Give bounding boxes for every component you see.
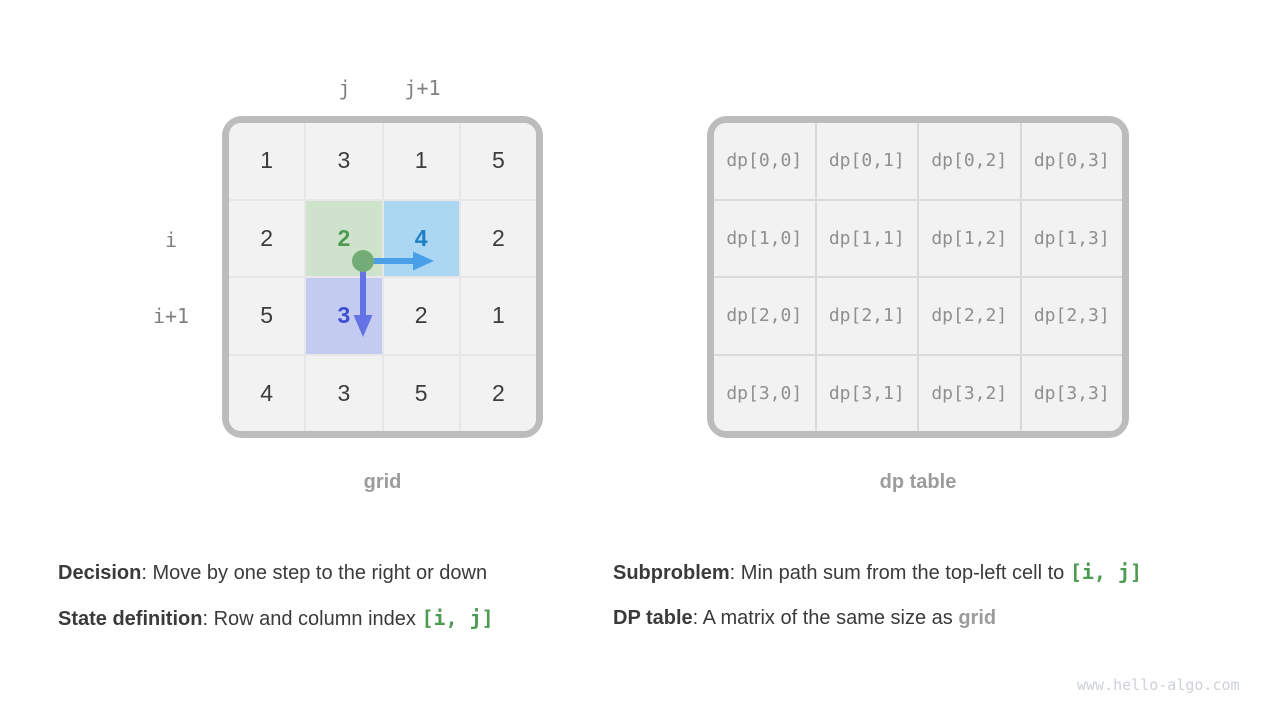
dp-cell-3-0: dp[3,0] (714, 355, 815, 431)
watermark: www.hello-algo.com (1077, 676, 1240, 694)
note-decision-text: : Move by one step to the right or down (141, 562, 488, 584)
dp-table-caption: dp table (879, 471, 957, 493)
grid-cell-right-i-j+1: 4 (383, 200, 459, 276)
grid-cell-2-2: 2 (383, 278, 459, 354)
dp-cell-3-1: dp[3,1] (816, 355, 917, 431)
dp-cell-0-0: dp[0,0] (714, 123, 815, 199)
grid-cell-2-0: 5 (229, 278, 305, 354)
note-subproblem-code: [i, j] (1069, 560, 1143, 584)
grid-cell-current-i-j: 2 (306, 200, 382, 276)
dp-cell-2-1: dp[2,1] (816, 278, 917, 354)
dp-cell-0-2: dp[0,2] (919, 123, 1020, 199)
grid-cell-1-0: 2 (229, 200, 305, 276)
grid-cell-0-1: 3 (306, 123, 382, 199)
grid-caption: grid (363, 471, 402, 493)
note-dp-table-label: DP table (613, 607, 693, 629)
note-subproblem-text: : Min path sum from the top-left cell to (729, 562, 1070, 584)
grid-cell-3-3: 2 (460, 355, 536, 431)
notes-right-column: Subproblem: Min path sum from the top-le… (613, 550, 1142, 641)
note-decision-label: Decision (58, 562, 142, 584)
grid-table: 1 3 1 5 2 2 4 2 5 3 2 1 4 3 5 2 (222, 116, 543, 438)
notes-left-column: Decision: Move by one step to the right … (58, 550, 494, 642)
grid-cell-0-3: 5 (460, 123, 536, 199)
dp-cell-1-3: dp[1,3] (1021, 200, 1122, 276)
dp-table: dp[0,0] dp[0,1] dp[0,2] dp[0,3] dp[1,0] … (707, 116, 1129, 438)
dp-cell-2-0: dp[2,0] (714, 278, 815, 354)
note-state-definition: State definition: Row and column index [… (58, 596, 494, 642)
grid-cell-0-0: 1 (229, 123, 305, 199)
col-label-j+1: j+1 (404, 76, 441, 100)
note-subproblem-label: Subproblem (613, 562, 730, 584)
grid-table-body: 1 3 1 5 2 2 4 2 5 3 2 1 4 3 5 2 (229, 123, 536, 431)
dp-cell-2-2: dp[2,2] (919, 278, 1020, 354)
note-dp-table: DP table: A matrix of the same size as g… (613, 596, 1142, 641)
grid-cell-3-1: 3 (306, 355, 382, 431)
row-label-i: i (164, 228, 178, 252)
dp-cell-0-3: dp[0,3] (1021, 123, 1122, 199)
dp-cell-1-0: dp[1,0] (714, 200, 815, 276)
note-state-definition-text: : Row and column index (202, 608, 422, 630)
note-dp-table-text: : A matrix of the same size as (692, 607, 959, 629)
dp-cell-1-2: dp[1,2] (919, 200, 1020, 276)
grid-cell-2-3: 1 (460, 278, 536, 354)
grid-cell-3-2: 5 (383, 355, 459, 431)
dp-cell-1-1: dp[1,1] (816, 200, 917, 276)
dp-cell-0-1: dp[0,1] (816, 123, 917, 199)
dp-cell-3-3: dp[3,3] (1021, 355, 1122, 431)
note-state-definition-label: State definition (58, 608, 203, 630)
grid-cell-1-3: 2 (460, 200, 536, 276)
dp-cell-2-3: dp[2,3] (1021, 278, 1122, 354)
note-state-definition-code: [i, j] (421, 606, 494, 630)
row-label-i+1: i+1 (152, 304, 190, 328)
col-label-j: j (338, 76, 351, 100)
grid-cell-3-0: 4 (229, 355, 305, 431)
note-dp-table-code: grid (958, 607, 997, 629)
dp-cell-3-2: dp[3,2] (919, 355, 1020, 431)
note-decision: Decision: Move by one step to the right … (58, 550, 494, 596)
note-subproblem: Subproblem: Min path sum from the top-le… (613, 550, 1142, 596)
dp-table-body: dp[0,0] dp[0,1] dp[0,2] dp[0,3] dp[1,0] … (714, 123, 1122, 431)
grid-cell-down-i+1-j: 3 (306, 278, 382, 354)
grid-cell-0-2: 1 (383, 123, 459, 199)
